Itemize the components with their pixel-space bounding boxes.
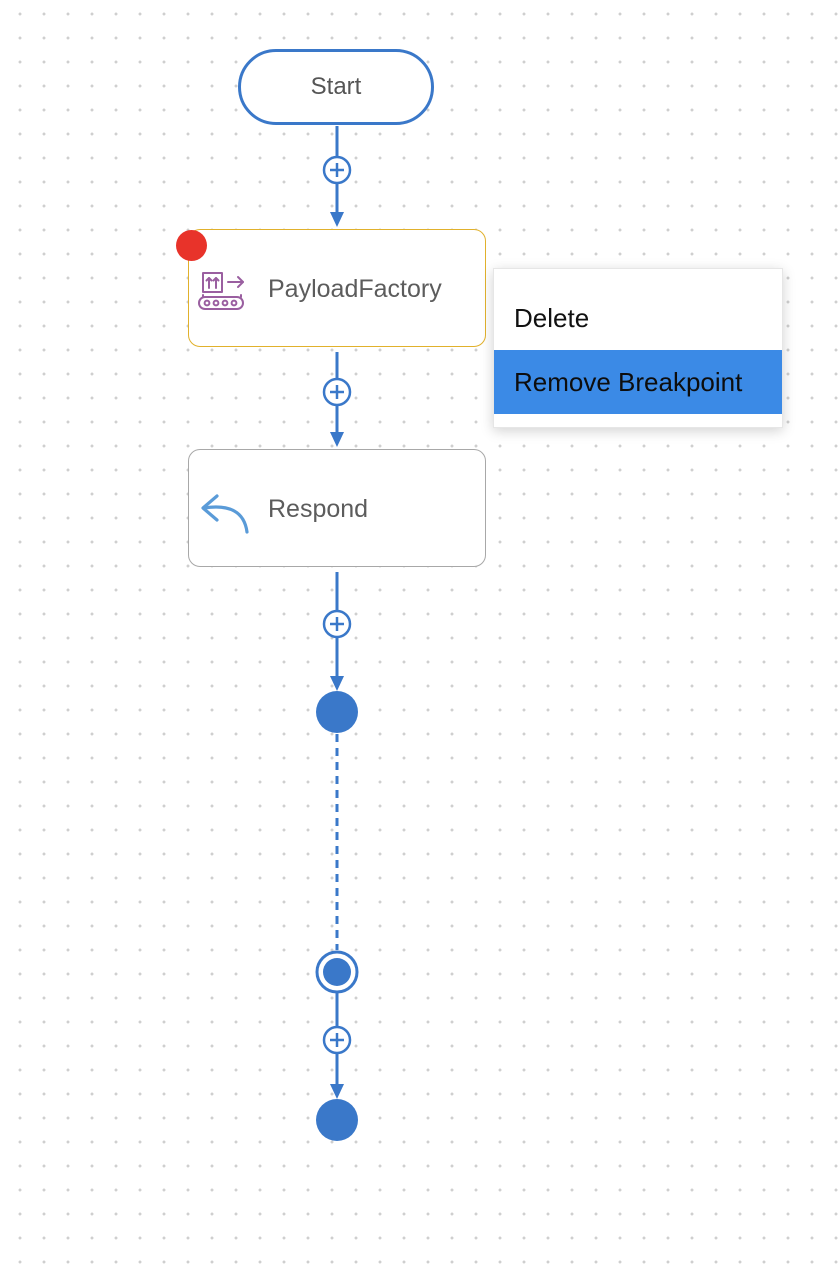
respond-node[interactable]: Respond xyxy=(188,449,486,567)
add-step-button[interactable] xyxy=(322,377,352,407)
fault-end-node[interactable] xyxy=(316,1099,358,1141)
add-step-button[interactable] xyxy=(322,155,352,185)
fault-start-node[interactable] xyxy=(315,950,359,994)
respond-arrow-icon xyxy=(201,494,249,534)
start-node[interactable]: Start xyxy=(238,49,434,125)
arrowhead-icon xyxy=(330,212,344,227)
respond-node-label: Respond xyxy=(268,495,369,523)
end-node[interactable] xyxy=(316,691,358,733)
add-step-button[interactable] xyxy=(322,609,352,639)
context-menu: Delete Remove Breakpoint xyxy=(493,268,783,428)
arrowhead-icon xyxy=(330,1084,344,1099)
payloadfactory-node[interactable]: PayloadFactory xyxy=(188,229,486,347)
payloadfactory-node-label: PayloadFactory xyxy=(268,275,442,303)
payload-factory-icon xyxy=(198,272,244,310)
breakpoint-indicator[interactable] xyxy=(176,230,207,261)
arrowhead-icon xyxy=(330,676,344,691)
arrowhead-icon xyxy=(330,432,344,447)
start-node-label: Start xyxy=(310,73,362,100)
add-step-button[interactable] xyxy=(322,1025,352,1055)
delete-menu-item[interactable]: Delete xyxy=(514,303,590,333)
remove-breakpoint-menu-item[interactable]: Remove Breakpoint xyxy=(494,350,782,414)
